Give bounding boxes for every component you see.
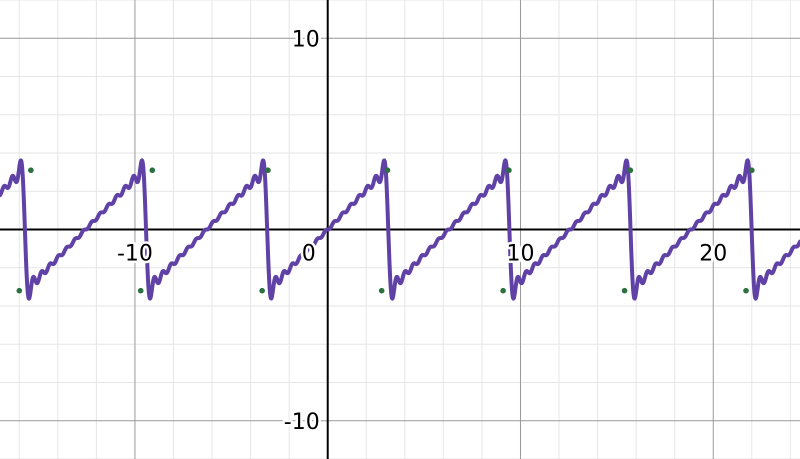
curve-layer: [0, 158, 800, 301]
data-point[interactable]: [627, 167, 634, 174]
data-point[interactable]: [506, 167, 512, 174]
x-tick-label: 0: [302, 242, 316, 267]
data-point[interactable]: [378, 287, 385, 294]
data-point[interactable]: [749, 167, 755, 174]
x-tick-label: 20: [699, 242, 727, 267]
data-point[interactable]: [621, 287, 628, 294]
data-point[interactable]: [743, 287, 749, 294]
points-layer: [16, 167, 755, 294]
data-point[interactable]: [384, 167, 391, 174]
data-point[interactable]: [28, 167, 34, 174]
x-tick-label: -10: [117, 242, 153, 267]
data-point[interactable]: [259, 287, 265, 294]
data-point[interactable]: [137, 287, 144, 294]
tick-labels: -10 0 10 20 10 -10: [114, 25, 729, 438]
series-curve[interactable]: [0, 158, 800, 301]
y-tick-label: -10: [284, 410, 320, 435]
y-tick-label: 10: [292, 27, 320, 52]
data-point[interactable]: [265, 167, 271, 174]
data-point[interactable]: [149, 167, 156, 174]
data-point[interactable]: [16, 287, 23, 294]
data-point[interactable]: [500, 287, 506, 294]
x-tick-label: 10: [506, 242, 534, 267]
